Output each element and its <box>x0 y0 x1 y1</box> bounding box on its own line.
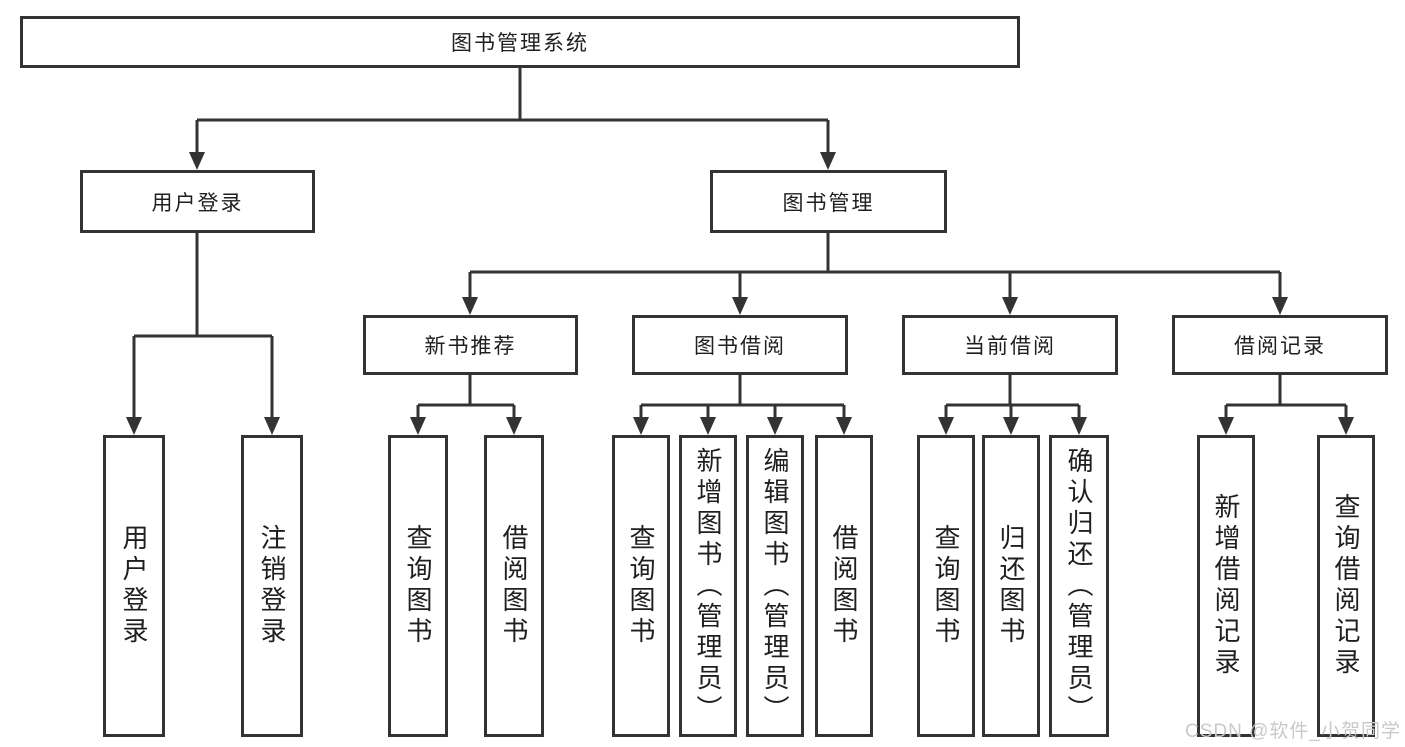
node-user-login: 用户登录 <box>80 170 315 233</box>
connector-root-branch <box>189 68 836 170</box>
leaf-logout: 注销登录 <box>241 435 303 737</box>
leaf-query-books: 查询图书 <box>388 435 448 737</box>
leaf-user-login: 用户登录 <box>103 435 165 737</box>
leaf-query-books: 查询图书 <box>917 435 975 737</box>
node-book-borrow: 图书借阅 <box>632 315 848 375</box>
connector-current-borrow-branch <box>938 375 1087 435</box>
leaf-add-borrow-record: 新增借阅记录 <box>1197 435 1255 737</box>
node-book-management: 图书管理 <box>710 170 947 233</box>
node-borrow-records: 借阅记录 <box>1172 315 1388 375</box>
connector-book-borrow-branch <box>633 375 852 435</box>
connector-book-management-branch <box>462 233 1288 315</box>
leaf-query-books: 查询图书 <box>612 435 670 737</box>
node-new-book-recommend: 新书推荐 <box>363 315 578 375</box>
leaf-return-books: 归还图书 <box>982 435 1040 737</box>
leaf-add-books-admin: 新增图书（管理员） <box>679 435 737 737</box>
node-current-borrow: 当前借阅 <box>902 315 1118 375</box>
leaf-edit-books-admin: 编辑图书（管理员） <box>746 435 804 737</box>
leaf-borrow-books: 借阅图书 <box>484 435 544 737</box>
leaf-query-borrow-record: 查询借阅记录 <box>1317 435 1375 737</box>
leaf-borrow-books: 借阅图书 <box>815 435 873 737</box>
connector-user-login-branch <box>126 233 280 435</box>
connector-borrow-records-branch <box>1218 375 1354 435</box>
node-root-system: 图书管理系统 <box>20 16 1020 68</box>
leaf-confirm-return-admin: 确认归还（管理员） <box>1049 435 1109 737</box>
csdn-watermark: CSDN @软件_小贺同学 <box>1185 721 1401 742</box>
connector-new-book-recommend-branch <box>410 375 522 435</box>
